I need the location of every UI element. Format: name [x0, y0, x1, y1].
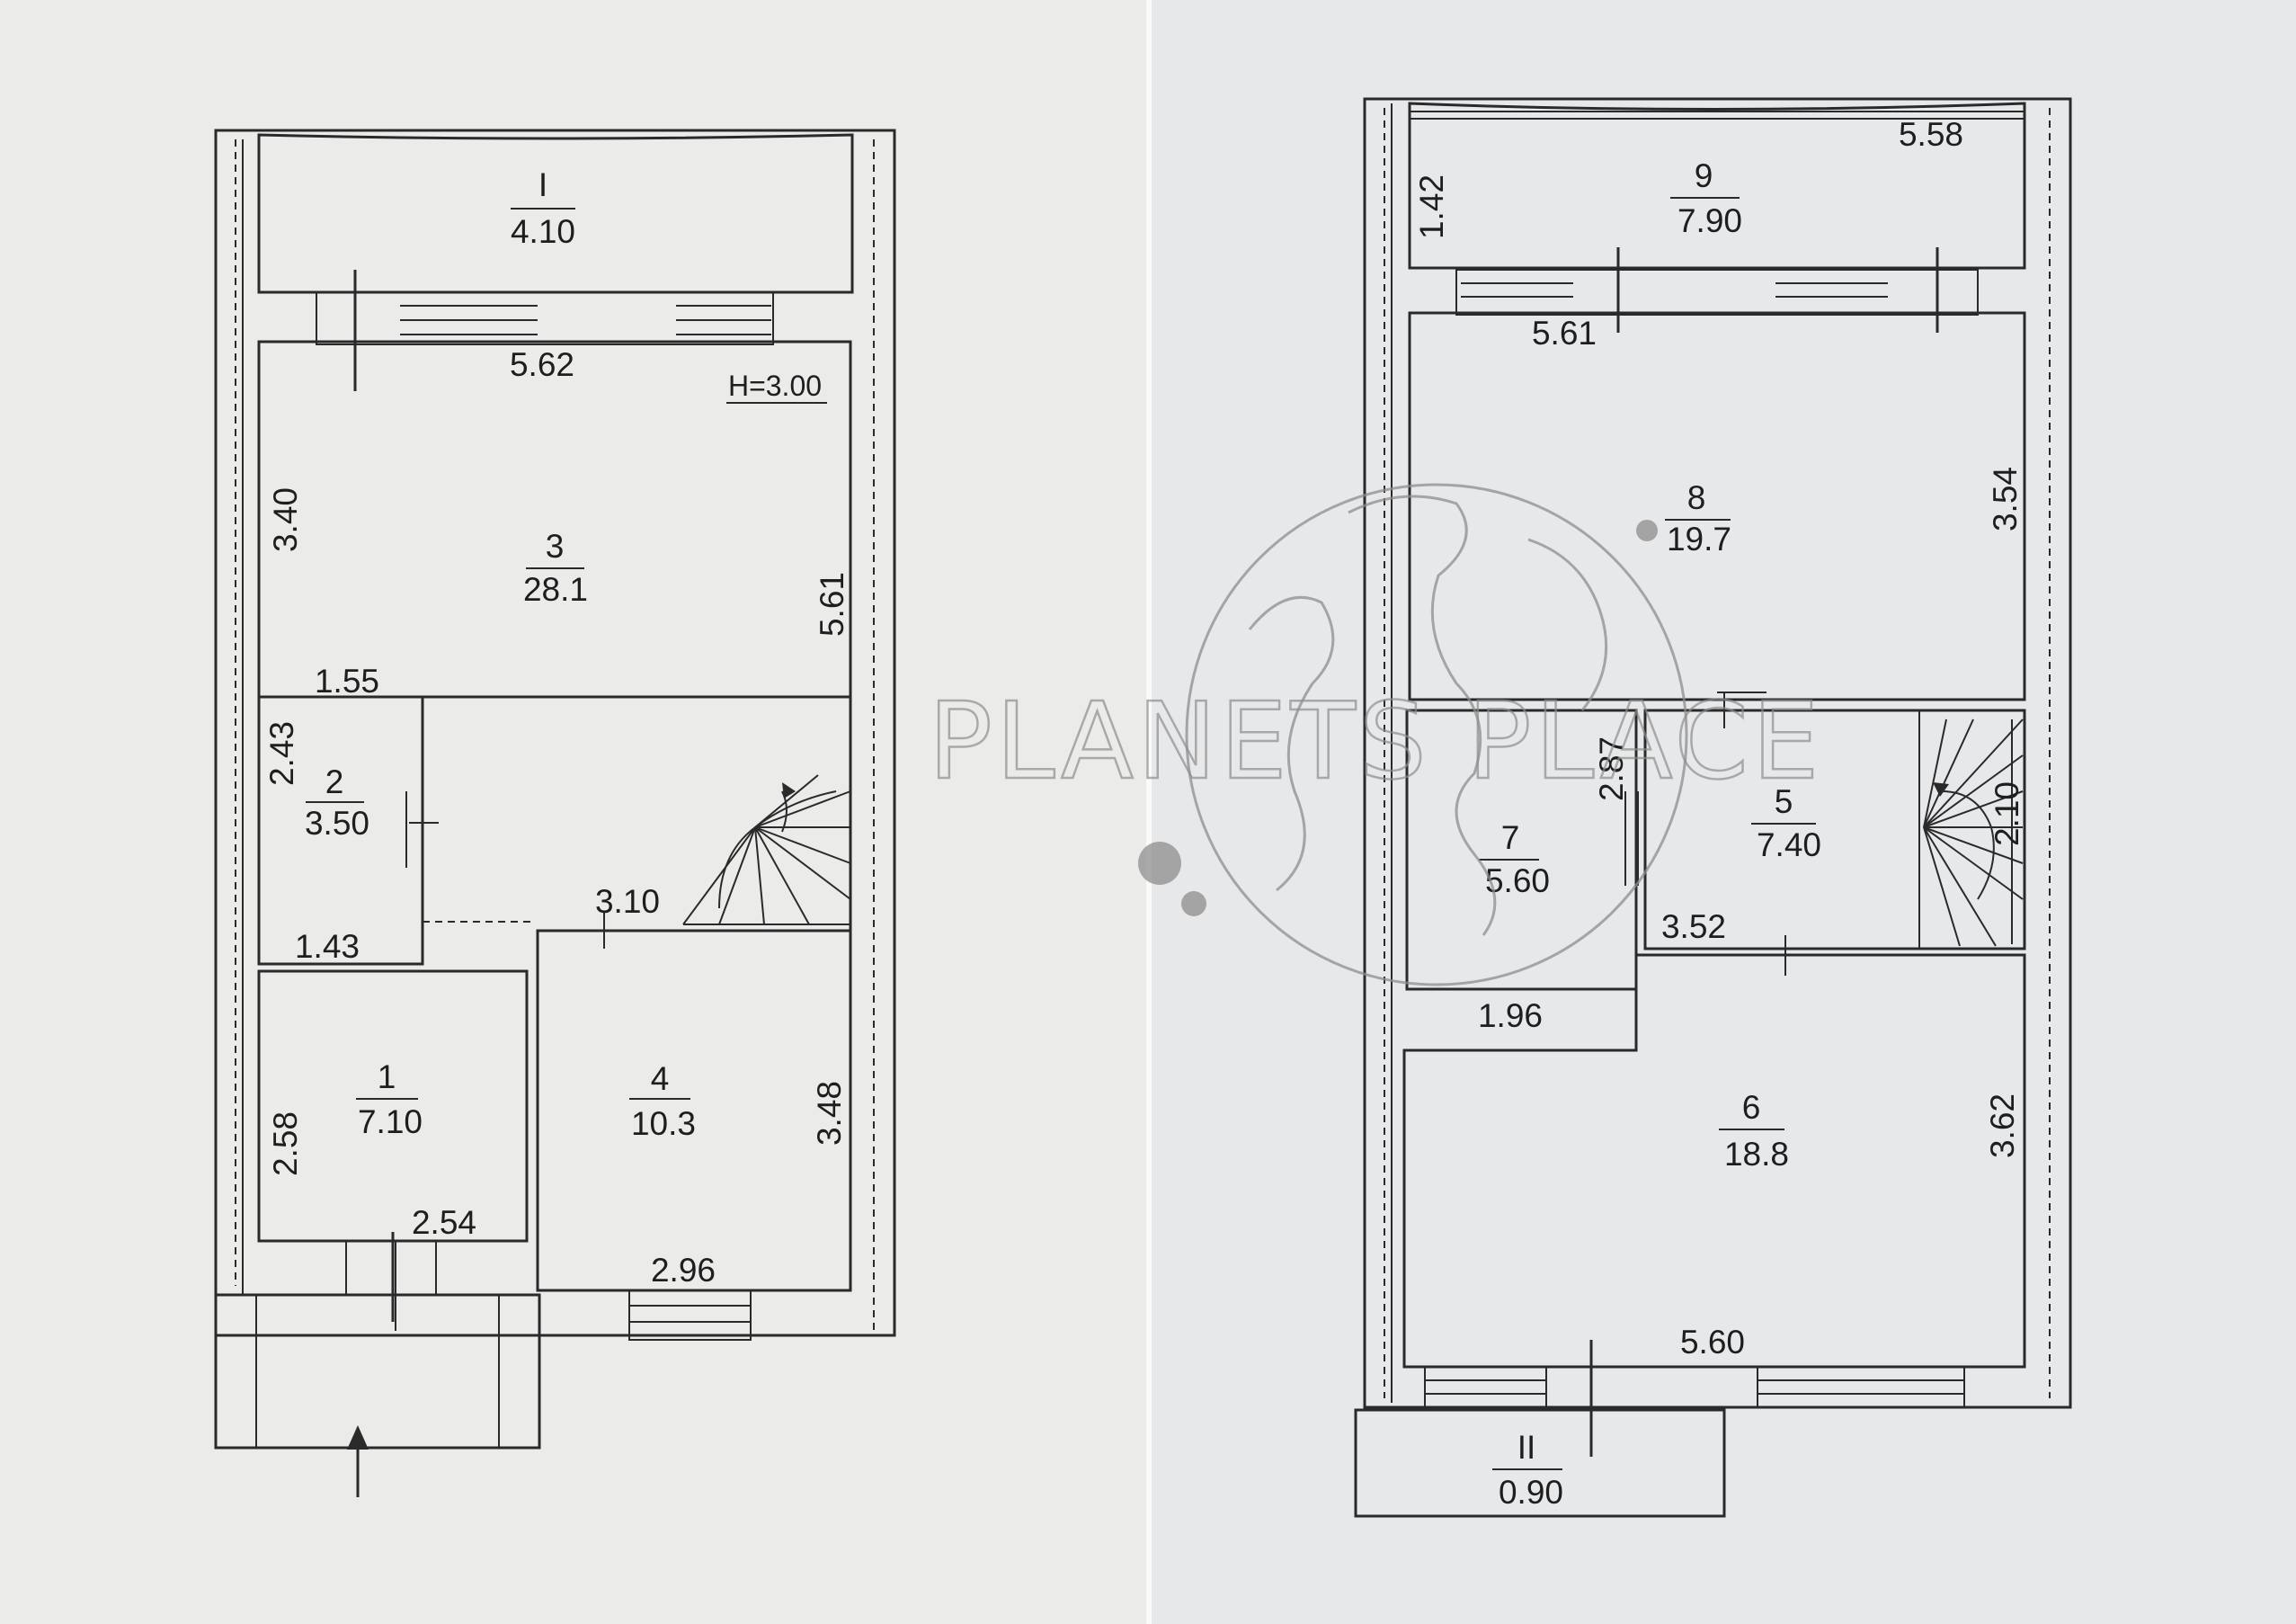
dim-1-43: 1.43 [295, 928, 360, 965]
watermark-text: PLANETS PLACE [929, 679, 1823, 803]
room-5-outline [1643, 709, 2026, 950]
dim-5-58: 5.58 [1899, 116, 1963, 153]
room-5-area: 7.40 [1757, 826, 1821, 863]
room-5-number: 5 [1775, 783, 1793, 820]
right-floor-plan [1354, 97, 2072, 1518]
room-6-window-left [1424, 1366, 1547, 1408]
entrance-arrow-icon [347, 1425, 369, 1450]
room-1-number: 1 [378, 1058, 396, 1095]
right-sheet [1152, 0, 2296, 1624]
right-staircase [1918, 710, 2024, 949]
balcony-I-area: 4.10 [511, 213, 575, 250]
room-7-outline [1405, 709, 1638, 991]
globe-continent-line [1348, 495, 1497, 936]
dim-2-43: 2.43 [263, 721, 300, 786]
room-6-window-right [1757, 1366, 1965, 1408]
globe-continent-line [1527, 538, 1608, 711]
left-floor-plan [214, 129, 896, 1497]
watermark-dot [1636, 520, 1658, 541]
room-8-area: 19.7 [1667, 521, 1731, 558]
dim-1-42: 1.42 [1413, 174, 1450, 239]
room-4-window [628, 1289, 752, 1341]
left-labels: I 4.10 H=3.00 5.62 3.40 3 28.1 5.61 1.55… [263, 166, 850, 1331]
dim-3-48: 3.48 [811, 1081, 848, 1146]
balcony-II-number: II [1517, 1429, 1536, 1466]
dim-2-96: 2.96 [651, 1252, 716, 1289]
room-8-number: 8 [1687, 479, 1706, 516]
balcony-I-outline [257, 133, 854, 294]
room-2-number: 2 [325, 763, 344, 800]
watermark-dot [1138, 842, 1181, 885]
dim-1-55: 1.55 [315, 663, 379, 700]
entrance-door [345, 1240, 437, 1296]
dim-2-10: 2.10 [1989, 781, 2025, 846]
dim-3-52: 3.52 [1661, 908, 1726, 945]
room-1-area: 7.10 [358, 1103, 423, 1140]
room-3-outline [257, 340, 852, 699]
watermark-logo: PLANETS PLACE [927, 483, 1823, 986]
room-6-area: 18.8 [1724, 1136, 1789, 1173]
dim-5-62: 5.62 [510, 346, 574, 383]
room-8-outline [1408, 311, 2026, 701]
room-9-number: 9 [1695, 157, 1713, 194]
right-window-wall [1455, 269, 1979, 316]
balcony-II-area: 0.90 [1499, 1474, 1563, 1511]
watermark-dot [1181, 891, 1206, 916]
globe-continent-line [1248, 595, 1335, 892]
room-4-area: 10.3 [631, 1105, 696, 1142]
dim-2-87: 2.87 [1593, 736, 1630, 801]
balcony-I-number: I [538, 166, 547, 203]
left-staircase [682, 774, 851, 925]
left-outer-wall [214, 129, 896, 1337]
room-9-area: 7.90 [1678, 202, 1742, 239]
dim-3-62: 3.62 [1984, 1093, 2021, 1158]
right-labels: 1.42 9 7.90 5.58 5.61 8 19.7 3.54 2.87 2… [1413, 116, 2025, 1511]
room-7-area: 5.60 [1485, 862, 1550, 899]
room-3-area: 28.1 [523, 571, 588, 608]
room-2-area: 3.50 [305, 805, 369, 842]
balcony-II-outline [1354, 1408, 1726, 1518]
right-outer-wall [1363, 97, 2072, 1409]
room-6-number: 6 [1742, 1089, 1761, 1126]
dim-5-60: 5.60 [1680, 1324, 1745, 1361]
dim-1-96: 1.96 [1478, 997, 1543, 1034]
dim-2-58: 2.58 [267, 1111, 304, 1176]
globe-outline [1185, 483, 1688, 986]
left-sheet [0, 0, 1146, 1624]
room-3-number: 3 [546, 528, 565, 565]
dim-2-54: 2.54 [412, 1204, 476, 1241]
left-window-wall [316, 291, 774, 345]
room-6-outline [1402, 953, 2026, 1369]
dim-5-61: 5.61 [814, 572, 850, 637]
dim-5-61: 5.61 [1532, 315, 1597, 352]
room-7-number: 7 [1501, 819, 1520, 856]
ceiling-height: H=3.00 [728, 370, 822, 402]
dim-3-54: 3.54 [1987, 467, 2024, 531]
room-4-number: 4 [651, 1060, 670, 1097]
dim-3-40: 3.40 [267, 487, 304, 552]
room-9-outline [1408, 102, 2026, 270]
dim-3-10: 3.10 [595, 883, 660, 920]
